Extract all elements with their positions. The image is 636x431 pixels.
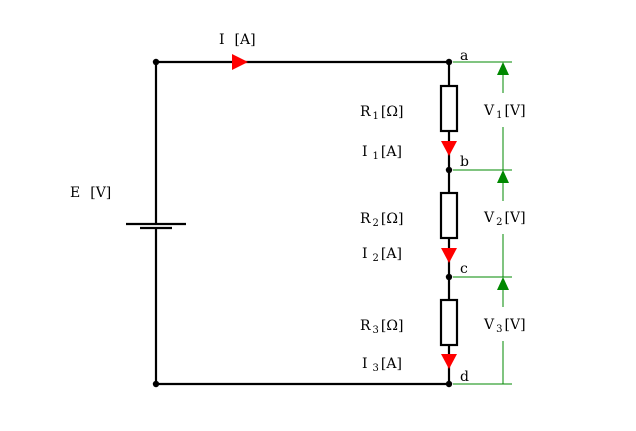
wires [154, 60, 451, 386]
node-b [445, 166, 453, 174]
voltage-markers [453, 61, 512, 385]
node-top-left [152, 58, 160, 66]
node-c-label: c [460, 261, 468, 277]
resistor-r1 [439, 84, 459, 133]
node-a [445, 58, 453, 66]
voltage-arrowheads [497, 62, 509, 290]
total-current-label: I[A] [219, 32, 256, 48]
v1-arrowhead [497, 62, 509, 75]
i1-arrow [441, 141, 457, 156]
node-a-label: a [460, 48, 468, 64]
node-d-label: d [460, 369, 469, 385]
v2-arrowhead [497, 170, 509, 183]
node-c [445, 273, 453, 281]
node-bottom-left [152, 380, 160, 388]
resistor-r3 [439, 298, 459, 347]
v3-arrowhead [497, 277, 509, 290]
i2-arrow [441, 248, 457, 263]
i3-arrow [441, 354, 457, 369]
source-label: E[V] [70, 185, 111, 201]
resistor-r2 [439, 191, 459, 240]
nodes [152, 58, 453, 388]
node-b-label: b [460, 154, 469, 170]
battery-symbol [126, 222, 186, 230]
total-current-arrow [232, 54, 248, 70]
resistors [439, 84, 459, 347]
node-d [445, 380, 453, 388]
current-arrows [232, 54, 457, 369]
